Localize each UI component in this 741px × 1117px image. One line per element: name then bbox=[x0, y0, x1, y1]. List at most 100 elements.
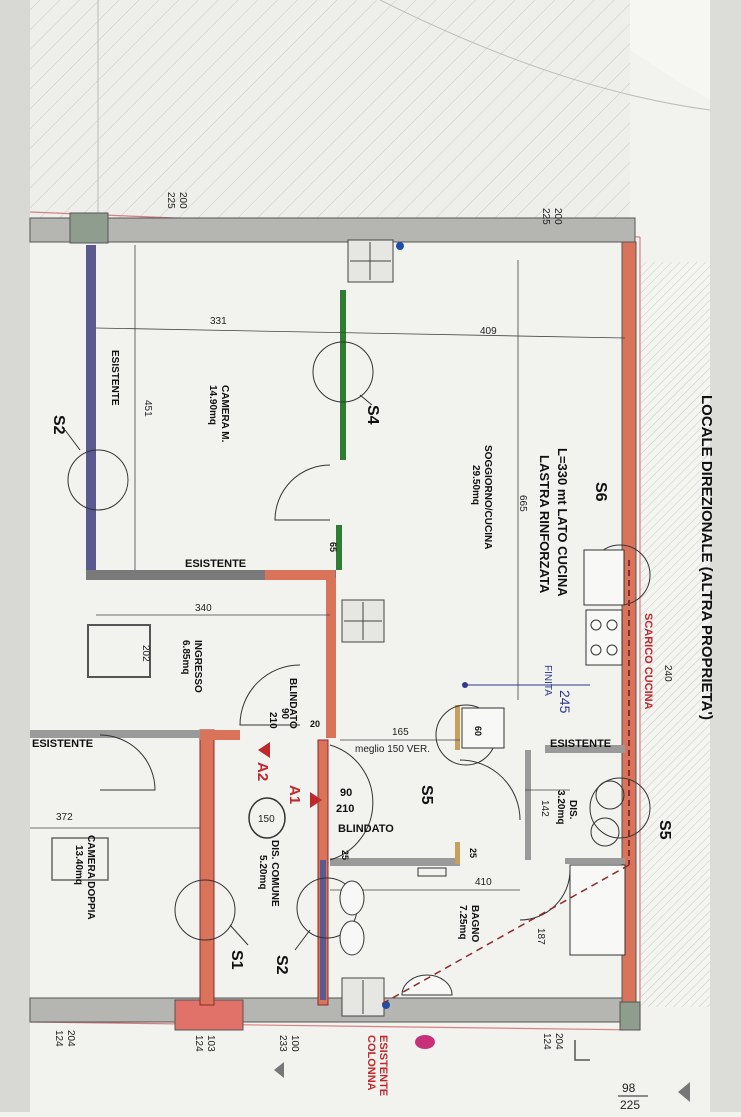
door-swing-camera bbox=[274, 464, 331, 521]
handwritten-check bbox=[574, 1040, 590, 1061]
wall-new-mid bbox=[265, 570, 335, 580]
door-blindato-2-w: 90 bbox=[340, 787, 352, 799]
label-esistente-vertical: ESISTENTE bbox=[109, 350, 120, 406]
door-jamb-2 bbox=[455, 842, 460, 864]
level-204-a: 204 bbox=[65, 1030, 76, 1047]
section-circle-s5-right bbox=[589, 777, 651, 839]
room-ingresso-area: 6.85mq bbox=[180, 640, 191, 674]
wall-top bbox=[29, 217, 636, 243]
leader-s2 bbox=[294, 929, 311, 951]
arrow-a1-icon bbox=[310, 792, 322, 808]
dim-410: 410 bbox=[475, 877, 492, 888]
stove bbox=[585, 609, 623, 666]
door-jamb-1 bbox=[455, 705, 460, 750]
level-124-b: 124 bbox=[193, 1035, 204, 1052]
room-camera-doppia-name: CAMERA DOPPIA bbox=[85, 835, 96, 920]
label-esistente-right: ESISTENTE bbox=[550, 738, 611, 750]
room-camera-doppia-area: 13.40mq bbox=[73, 845, 84, 885]
room-bagno-area: 7.25mq bbox=[457, 905, 468, 939]
wall-esistente-bottom-left bbox=[30, 730, 200, 738]
level-225-c: 225 bbox=[620, 1098, 640, 1112]
dim-409: 409 bbox=[480, 326, 497, 337]
door-dim-65: 65 bbox=[328, 542, 338, 552]
bidet bbox=[339, 920, 365, 956]
washer-1 bbox=[595, 780, 625, 810]
level-arrow-icon bbox=[274, 1062, 284, 1078]
dim-340: 340 bbox=[195, 603, 212, 614]
wall-bottom bbox=[29, 997, 636, 1023]
level-233: 233 bbox=[277, 1035, 288, 1052]
section-s1: S1 bbox=[228, 950, 245, 970]
leader-s1 bbox=[229, 924, 249, 946]
scarico-label: SCARICO CUCINA bbox=[642, 613, 654, 710]
curve-line bbox=[379, 0, 711, 111]
burner-3 bbox=[590, 644, 602, 656]
wall-esistente-mid bbox=[86, 570, 336, 580]
washbasin bbox=[401, 974, 453, 996]
level-124-a: 124 bbox=[53, 1030, 64, 1047]
room-camera-m-name: CAMERA M. bbox=[219, 385, 230, 443]
level-225-b: 225 bbox=[540, 208, 551, 225]
sink bbox=[583, 549, 625, 606]
pillar-top-left bbox=[69, 212, 109, 244]
dim-142: 142 bbox=[539, 800, 550, 817]
handwritten-245: 245 bbox=[557, 690, 573, 714]
dim-150: 150 bbox=[258, 814, 275, 825]
section-s2-left: S2 bbox=[50, 415, 67, 435]
section-circle-s4 bbox=[312, 341, 374, 403]
room-soggiorno-name: SOGGIORNO/CUCINA bbox=[482, 445, 493, 549]
washer-2 bbox=[590, 817, 620, 847]
colonna-marker-icon bbox=[415, 1035, 435, 1049]
room-bagno-name: BAGNO bbox=[469, 905, 480, 942]
room-soggiorno-area: 29.50mq bbox=[470, 465, 481, 505]
marker-a2: A2 bbox=[254, 762, 271, 781]
wall-esistente-right bbox=[545, 745, 625, 753]
door-blindato-1-h: 210 bbox=[267, 712, 278, 729]
door-swing-dis bbox=[519, 869, 571, 921]
door-blindato-2-label: BLINDATO bbox=[338, 823, 394, 835]
section-circle-s2-left bbox=[67, 449, 129, 511]
door-swing-camera-doppia bbox=[99, 734, 156, 791]
section-s4: S4 bbox=[364, 405, 381, 425]
section-s2: S2 bbox=[273, 955, 290, 975]
radiator bbox=[417, 867, 447, 877]
drain-dot-top bbox=[396, 242, 404, 250]
wardrobe bbox=[51, 837, 109, 881]
dim-451: 451 bbox=[142, 400, 153, 417]
outside-area bbox=[30, 0, 710, 100]
section-s6: S6 bbox=[592, 482, 609, 502]
door-dim-60: 60 bbox=[473, 726, 483, 736]
dim-187: 187 bbox=[535, 928, 546, 945]
level-98: 98 bbox=[622, 1081, 636, 1095]
room-dis-area: 3.20mq bbox=[555, 790, 566, 824]
burner-1 bbox=[590, 619, 602, 631]
leader-s2-left bbox=[64, 429, 81, 451]
colonna-esistente-label: ESISTENTE bbox=[377, 1035, 389, 1096]
door-swing-blindato-2 bbox=[329, 744, 374, 861]
fridge bbox=[461, 707, 505, 749]
section-s5: S5 bbox=[418, 785, 435, 805]
dim-372: 372 bbox=[56, 812, 73, 823]
wall-blue-bagno bbox=[320, 860, 326, 1000]
level-103: 103 bbox=[205, 1035, 216, 1052]
level-225-a: 225 bbox=[165, 192, 176, 209]
section-s5-right: S5 bbox=[656, 820, 673, 840]
door-dim-25a: 25 bbox=[340, 850, 350, 860]
paper-edge-left bbox=[0, 0, 30, 1112]
burner-4 bbox=[606, 644, 618, 656]
level-arrow-right-icon bbox=[678, 1082, 690, 1102]
door-swing-blindato-1 bbox=[239, 664, 301, 726]
pillar-bottom-right bbox=[619, 1001, 641, 1031]
door-dim-25b: 25 bbox=[468, 848, 478, 858]
room-dis-comune-name: DIS. COMUNE bbox=[269, 840, 280, 907]
dim-240: 240 bbox=[662, 665, 673, 682]
dim-331: 331 bbox=[210, 316, 227, 327]
level-200-b: 200 bbox=[552, 208, 563, 225]
wall-esistente-left bbox=[86, 245, 96, 575]
door-blindato-1-w: 90 bbox=[279, 708, 290, 720]
dim-665: 665 bbox=[517, 495, 528, 512]
dim-202: 202 bbox=[140, 645, 151, 662]
outside-title: LOCALE DIREZIONALE (ALTRA PROPRIETA') bbox=[698, 395, 715, 720]
